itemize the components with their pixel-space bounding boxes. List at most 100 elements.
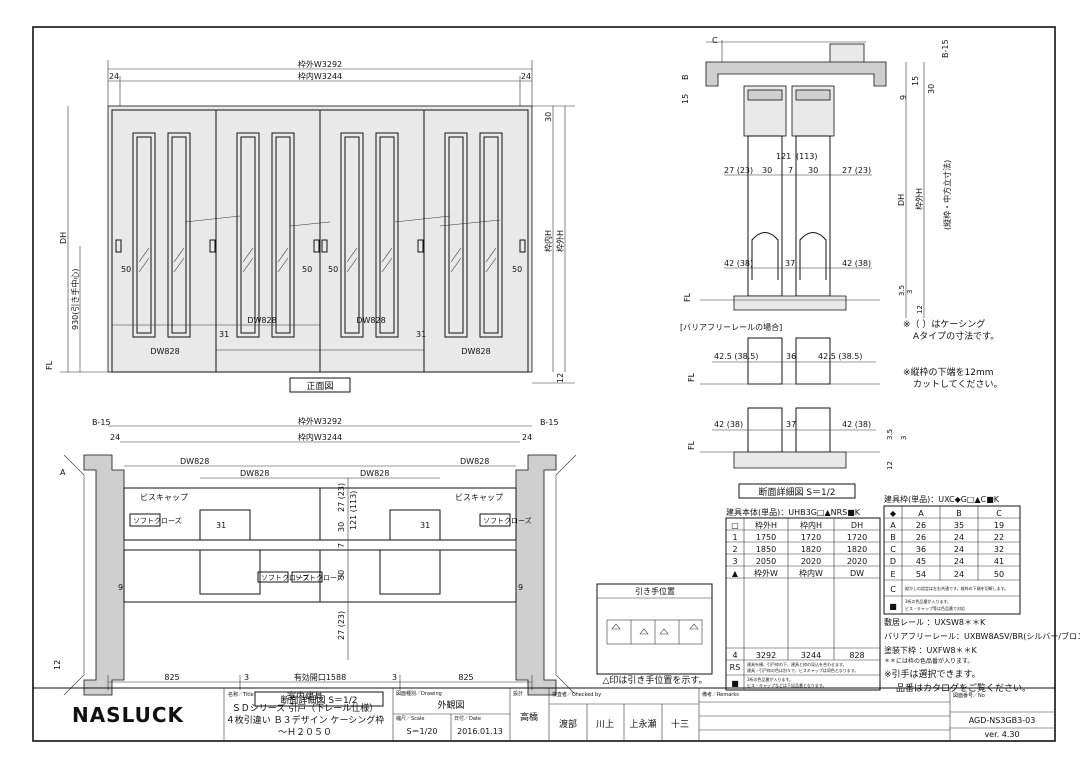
plan-dim-30-a: 30 [337, 522, 346, 532]
section-row27-2: 7 [788, 166, 793, 175]
section-row27-4: 27 (23) [842, 166, 871, 175]
plan-dim-9-right: 9 [518, 583, 523, 592]
front-fl: FL [45, 360, 54, 370]
plan-dim-3-a: 3 [244, 673, 249, 682]
frame-head-0: ◆ [890, 509, 897, 518]
section-dim15-left: 15 [681, 94, 690, 104]
body-sq-note2: ビス・キャップなどは下記品番となります。 [747, 682, 826, 688]
tb-name-label: 名称／Title [228, 691, 254, 698]
front-handle-height: 930(引き手中心) [70, 268, 80, 330]
frame-r1-c1: 26 [916, 533, 926, 542]
front-dim-12: 12 [556, 373, 565, 383]
frame-r1-c3: 22 [994, 533, 1004, 542]
section-row27-1: 30 [762, 166, 772, 175]
section-row42b-0: 42 (38) [714, 420, 743, 429]
section-dim3-1: 3 [906, 290, 914, 294]
tb-name-3: ４枚引違い Ｂ３デザイン ケーシング枠 [226, 714, 385, 726]
frame-head-2: B [956, 509, 962, 518]
front-side-left: 24 [109, 72, 119, 81]
front-h-inner: 枠内H [543, 230, 553, 252]
body-rs-note1: 建具を横、引戸枠の下、建具と枠の見込を合わせます。 [747, 661, 847, 667]
tb-date-label: 日付／Date [454, 715, 481, 722]
body-table: 建具本体(単品)：UHB3G□▲NRS■K □ 枠外H 枠内H DH 1 175… [725, 507, 881, 691]
frame-paint-note: ＊＊には枠の色品番が入ります。 [884, 657, 973, 665]
plan-soft-4: ソフトクローズ [295, 573, 344, 582]
frame-r3-c2: 24 [954, 557, 964, 566]
vertical-section: C B-15 B 15 15 9 30 121 (113) 27 (23) 30… [680, 36, 1002, 499]
frame-r2-c3: 32 [994, 545, 1004, 554]
body-r3-c0: 3 [732, 557, 737, 566]
frame-table-title: 建具枠(単品)：UXC◆G□▲C■K [884, 494, 1000, 504]
section-dim3-2: 3 [900, 436, 908, 440]
body-r4-c0: 4 [732, 651, 737, 660]
body-head1-3: DH [851, 521, 863, 530]
body-r2-c0: 2 [732, 545, 737, 554]
body-head1-1: 枠外H [755, 520, 777, 530]
body-r3-c3: 2020 [847, 557, 867, 566]
body-sq: ■ [731, 679, 739, 688]
body-rs-note2: 建具・引戸枠の色は別々で、ビスキャップは同色となります。 [747, 667, 858, 673]
plan-side-left: 24 [110, 433, 120, 442]
section-b: B [681, 75, 690, 81]
handle-position-box: 引き手位置 △印は引き手位置を示す。 [596, 583, 713, 686]
frame-sq-label: ■ [889, 602, 897, 611]
body-head2-2: 枠内W [799, 568, 823, 578]
body-head2-3: DW [850, 569, 864, 578]
plan-dw-3: DW828 [360, 469, 389, 478]
plan-outer-width: 枠外W3292 [298, 416, 342, 426]
frame-r1-c0: B [890, 533, 896, 542]
tb-drawing: 外観図 [437, 699, 464, 711]
section-note2b: カットしてください。 [913, 379, 1002, 390]
front-view-title: 正面図 [306, 381, 333, 392]
front-inner-width: 枠内W3244 [298, 71, 342, 81]
frame-select-1: ※引手は選択できます。 [884, 668, 981, 680]
front-outer-width: 枠外W3292 [298, 59, 342, 69]
body-r1-c1: 1750 [756, 533, 776, 542]
section-row42-2: 42 (38) [842, 259, 871, 268]
section-dh: DH [897, 194, 906, 206]
section-fl-3: FL [687, 440, 696, 450]
plan-dim-30-b: 30 [337, 570, 346, 580]
front-dim-50-a: 50 [121, 265, 131, 274]
section-b15: B-15 [941, 39, 950, 58]
tb-name-1: 室内建具 [287, 690, 323, 702]
body-head1-0: □ [731, 521, 739, 530]
plan-dim-27-top: 27 (23) [337, 483, 346, 512]
front-h-outer: 枠外H [555, 230, 565, 252]
plan-dw-2: DW828 [240, 469, 269, 478]
plan-dw-1: DW828 [180, 457, 209, 466]
frame-head-1: A [918, 509, 924, 518]
body-r3-c2: 2020 [801, 557, 821, 566]
frame-r0-c2: 35 [954, 521, 964, 530]
section-dim30: 30 [927, 84, 936, 94]
section-row425-2: 42.5 (38.5) [818, 352, 862, 361]
frame-table: 建具枠(単品)：UXC◆G□▲C■K ◆ A B C A 26 35 19 B … [883, 494, 1080, 694]
body-head2-1: 枠外W [754, 568, 778, 578]
plan-opening: 有効開口1588 [294, 672, 346, 682]
tb-remarks-label: 備考／Remarks [702, 691, 739, 698]
frame-r2-c0: C [890, 545, 896, 554]
plan-soft-2: ソフトクローズ [483, 516, 532, 525]
section-dim15-right: 15 [911, 76, 920, 86]
section-dim12-1: 12 [916, 305, 924, 314]
plan-b15-right: B-15 [540, 418, 559, 427]
section-dim35-1: 3.5 [898, 285, 906, 296]
section-h-note: (縦枠・中方立寸法) [942, 160, 952, 230]
frame-r3-c0: D [890, 557, 896, 566]
body-r4-c3: 828 [849, 651, 864, 660]
body-sq-note1: 3桁の色品番が入ります。 [747, 676, 793, 682]
front-dh: DH [59, 232, 68, 244]
section-title: 断面詳細図 S＝1/2 [758, 486, 835, 498]
tb-name-4: ～Ｈ２０５０ [278, 728, 332, 738]
tb-check-2: 川上 [596, 719, 614, 730]
section-fl-1: FL [683, 292, 692, 302]
section-row42-0: 42 (38) [724, 259, 753, 268]
section-row425-1: 36 [786, 352, 796, 361]
frame-r4-c1: 54 [916, 570, 926, 579]
frame-c-note: 縦かしの設定は左右共通です。縦枠の下端を切断します。 [905, 585, 1008, 591]
body-table-title: 建具本体(単品)：UHB3G□▲NRS■K [726, 507, 861, 517]
frame-r3-c1: 45 [916, 557, 926, 566]
body-r3-c1: 2050 [756, 557, 776, 566]
section-row42-1: 37 [785, 259, 795, 268]
frame-r3-c3: 41 [994, 557, 1004, 566]
